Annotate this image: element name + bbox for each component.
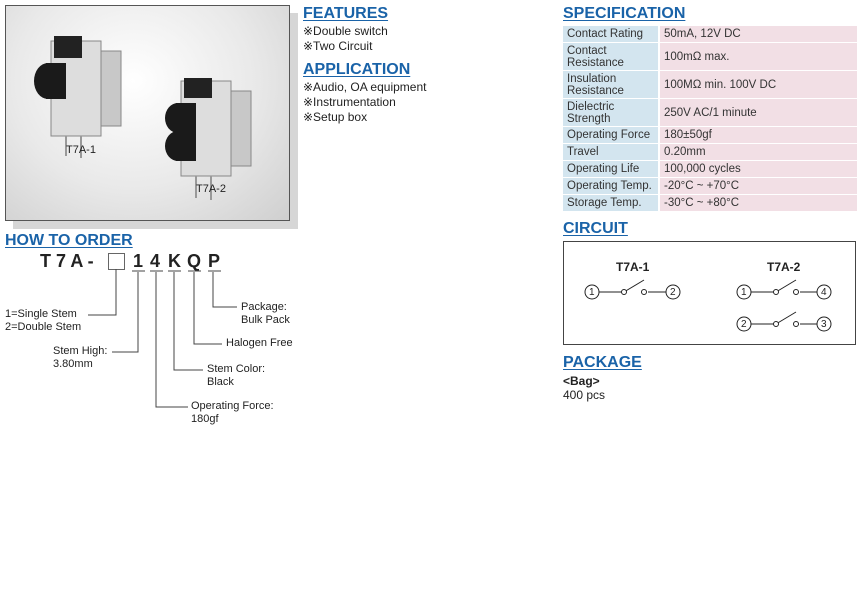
package-value: Bulk Pack — [241, 314, 290, 326]
order-code-q: Q — [187, 251, 202, 271]
spec-label: Operating Life — [563, 161, 660, 177]
package-quantity: 400 pcs — [563, 388, 606, 402]
spec-value: -20°C ~ +70°C — [660, 178, 857, 194]
order-code-p: P — [208, 251, 221, 271]
spec-label: Contact Rating — [563, 26, 660, 42]
order-prefix: T 7 A - — [40, 251, 94, 271]
pin-2: 2 — [670, 287, 676, 298]
application-item: ※Setup box — [303, 110, 368, 124]
feature-item: ※Two Circuit — [303, 39, 373, 53]
product-photo: T7A-1 T7A-2 — [5, 5, 290, 221]
spec-value: 0.20mm — [660, 144, 857, 160]
stem-color-label: Stem Color: — [207, 363, 266, 375]
package-type: <Bag> — [563, 374, 600, 388]
feature-item: ※Double switch — [303, 24, 388, 38]
spec-value: 100mΩ max. — [660, 43, 857, 70]
stem-color-value: Black — [207, 376, 234, 388]
specification-heading: SPECIFICATION — [563, 5, 686, 22]
package-label: Package: — [241, 301, 287, 313]
stem-option-1: 1=Single Stem — [5, 308, 77, 320]
photo-label-t7a-1: T7A-1 — [66, 144, 96, 156]
order-code-4: 4 — [150, 251, 161, 271]
spec-value: -30°C ~ +80°C — [660, 195, 857, 211]
package-heading: PACKAGE — [563, 354, 642, 371]
application-heading: APPLICATION — [303, 61, 411, 78]
pin-2: 2 — [741, 319, 747, 330]
photo-label-t7a-2: T7A-2 — [196, 183, 226, 195]
spec-label: Insulation Resistance — [563, 71, 660, 98]
stem-high-label: Stem High: — [53, 345, 108, 357]
operating-force-value: 180gf — [191, 413, 219, 425]
circuit-heading: CIRCUIT — [563, 220, 628, 237]
switch-illustration — [34, 36, 252, 200]
spec-label: Storage Temp. — [563, 195, 660, 211]
pin-1: 1 — [589, 287, 595, 298]
spec-value: 250V AC/1 minute — [660, 99, 857, 126]
application-item: ※Instrumentation — [303, 95, 396, 109]
spec-label: Operating Force — [563, 127, 660, 143]
order-code-1: 1 — [133, 251, 144, 271]
spec-label: Operating Temp. — [563, 178, 660, 194]
circuit-lines — [584, 279, 832, 332]
spec-row: Storage Temp.-30°C ~ +80°C — [563, 195, 857, 211]
order-code-k: K — [168, 251, 181, 271]
spec-value: 180±50gf — [660, 127, 857, 143]
circuit-diagram: T7A-1 T7A-2 1 2 1 4 2 3 — [563, 241, 856, 345]
operating-force-label: Operating Force: — [191, 400, 274, 412]
stem-option-2: 2=Double Stem — [5, 321, 82, 333]
spec-label: Travel — [563, 144, 660, 160]
spec-label: Contact Resistance — [563, 43, 660, 70]
pin-4: 4 — [821, 287, 827, 298]
spec-value: 100MΩ min. 100V DC — [660, 71, 857, 98]
pin-3: 3 — [821, 319, 827, 330]
stem-high-value: 3.80mm — [53, 358, 93, 370]
circuit-t7a-1-label: T7A-1 — [616, 260, 650, 274]
features-heading: FEATURES — [303, 5, 389, 22]
pin-1: 1 — [741, 287, 747, 298]
application-item: ※Audio, OA equipment — [303, 80, 427, 94]
spec-value: 50mA, 12V DC — [660, 26, 857, 42]
spec-label: Dielectric Strength — [563, 99, 660, 126]
circuit-t7a-2-label: T7A-2 — [767, 260, 801, 274]
halogen-free-label: Halogen Free — [226, 337, 293, 349]
how-to-order-heading: HOW TO ORDER — [5, 232, 133, 249]
spec-row: Operating Temp.-20°C ~ +70°C — [563, 178, 857, 194]
spec-value: 100,000 cycles — [660, 161, 857, 177]
order-leader-lines — [88, 269, 237, 408]
